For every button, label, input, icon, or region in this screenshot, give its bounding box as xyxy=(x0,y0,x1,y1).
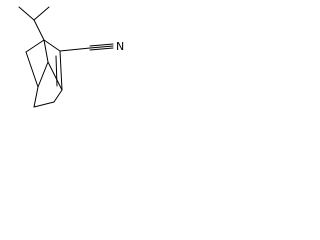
bicyclic-nitrile-structure: N xyxy=(18,6,124,108)
nitrile-triple-bond-1 xyxy=(89,43,114,47)
double-bond-outer xyxy=(59,50,63,91)
ring-bond-c1-bridgehead xyxy=(25,39,45,53)
nitrile-triple-bond-3 xyxy=(89,47,114,51)
molecule-canvas: N xyxy=(0,0,135,125)
ring-bond-bridgehead-down xyxy=(25,51,39,88)
ring-bond-c1-c-top xyxy=(43,39,61,52)
ring-bond-inner-front xyxy=(37,61,49,88)
isopropyl-methyl-bond-left xyxy=(18,6,35,21)
ring-bond-c1-inner xyxy=(43,39,49,63)
ring-bond-lower-left xyxy=(33,86,39,108)
ring-bond-bottom xyxy=(33,101,55,108)
isopropyl-attachment-bond xyxy=(33,19,45,41)
nitrile-attachment-bond xyxy=(59,47,91,52)
double-bond-inner xyxy=(55,55,58,87)
nitrile-nitrogen-label: N xyxy=(116,40,124,53)
ring-bond-bottom-right xyxy=(53,89,63,103)
isopropyl-methyl-bond-right xyxy=(33,6,50,21)
ring-bond-inner-down xyxy=(47,61,63,91)
nitrile-triple-bond-2 xyxy=(89,45,114,49)
